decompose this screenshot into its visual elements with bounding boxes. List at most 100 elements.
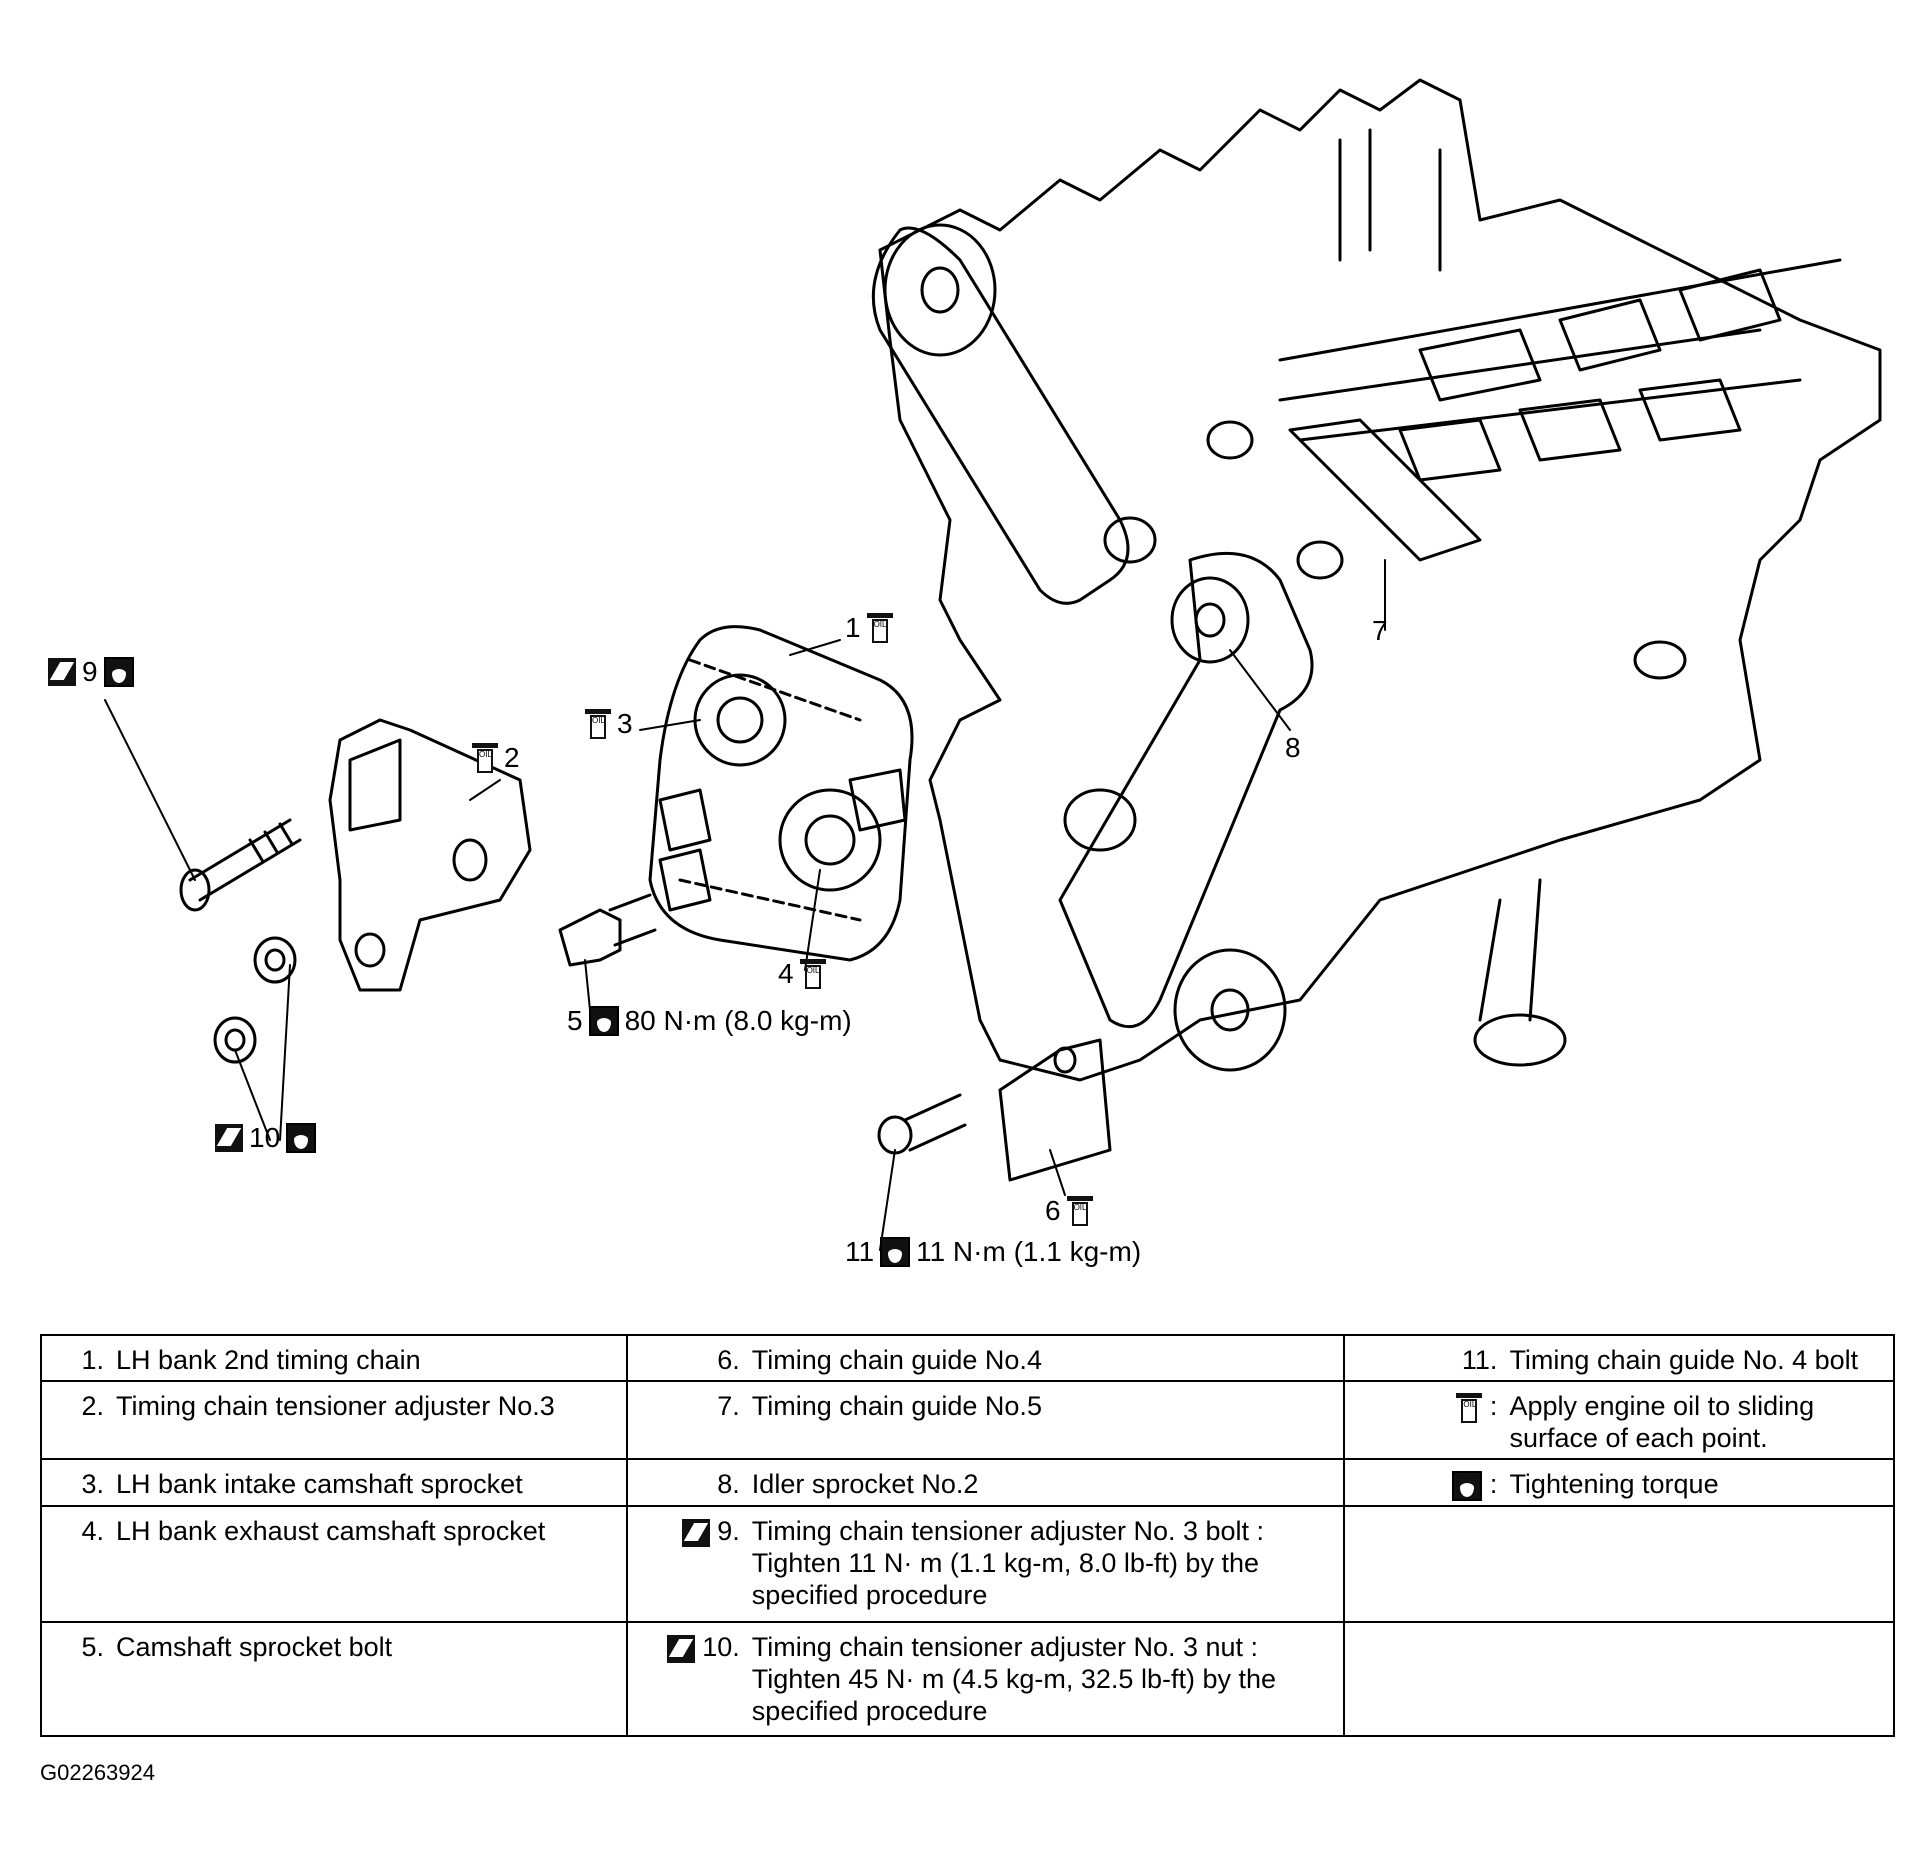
- parts-legend-table: 1. LH bank 2nd timing chain 6. Timing chai…: [40, 1334, 1895, 1737]
- callout-5: 5 80 N·m (8.0 kg-m): [567, 1005, 852, 1037]
- torque-wrench-icon: [880, 1237, 911, 1267]
- callout-10-number: 10: [249, 1122, 281, 1153]
- table-cell: OIL :Apply engine oil to sliding surface…: [1343, 1380, 1895, 1460]
- item-text: Camshaft sprocket bolt: [116, 1631, 393, 1662]
- callout-1: 1 OIL: [845, 612, 893, 644]
- table-cell: 6. Timing chain guide No.4: [625, 1334, 1346, 1382]
- oil-can-icon: OIL: [585, 709, 611, 739]
- bolt-9: [179, 818, 302, 912]
- callout-9: 9: [48, 656, 134, 688]
- table-cell: 9. Timing chain tensioner adjuster No. 3 …: [625, 1504, 1346, 1623]
- bolt-5: [558, 893, 657, 967]
- item-text: Tightening torque: [1509, 1469, 1719, 1499]
- callout-3: OIL 3: [585, 708, 633, 740]
- callout-8: 8: [1285, 732, 1301, 764]
- item-text: Timing chain tensioner adjuster No. 3 nu…: [751, 1631, 1277, 1726]
- torque-wrench-icon: [286, 1123, 317, 1153]
- nuts-10: [213, 936, 297, 1064]
- item-text: Timing chain guide No. 4 bolt: [1509, 1345, 1859, 1375]
- tighten-procedure-icon: [666, 1634, 695, 1663]
- tighten-procedure-icon: [681, 1518, 710, 1547]
- tensioner-adjuster: [328, 718, 532, 992]
- table-cell: 7. Timing chain guide No.5: [625, 1380, 1346, 1460]
- callout-3-number: 3: [617, 708, 633, 739]
- table-cell: [1343, 1504, 1895, 1623]
- table-cell: 8. Idler sprocket No.2: [625, 1458, 1346, 1507]
- item-number: 3.: [81, 1469, 104, 1499]
- table-row: 3. LH bank intake camshaft sprocket 8. Idl…: [40, 1458, 1895, 1507]
- item-text: LH bank 2nd timing chain: [116, 1345, 421, 1375]
- item-number: 8.: [717, 1469, 740, 1499]
- item-number: 5.: [81, 1631, 104, 1662]
- tighten-procedure-icon: [215, 1124, 243, 1152]
- callout-5-number: 5: [567, 1005, 583, 1036]
- chain-guide-no4: [998, 1038, 1112, 1182]
- torque-wrench-icon: [588, 1006, 619, 1036]
- item-text: LH bank intake camshaft sprocket: [116, 1469, 523, 1499]
- callout-9-number: 9: [82, 656, 98, 687]
- callout-7: 7: [1372, 615, 1388, 647]
- item-number: 2.: [81, 1391, 104, 1421]
- item-number: 6.: [717, 1345, 740, 1375]
- table-cell: 4. LH bank exhaust camshaft sprocket: [40, 1504, 628, 1623]
- table-cell: 2. Timing chain tensioner adjuster No.3: [40, 1380, 628, 1460]
- item-number: 4.: [81, 1515, 104, 1546]
- callout-10: 10: [215, 1122, 317, 1154]
- item-number: 9.: [717, 1515, 740, 1546]
- engine-block: [878, 78, 1882, 1082]
- table-cell: 11. Timing chain guide No. 4 bolt: [1343, 1334, 1895, 1382]
- table-row: 5. Camshaft sprocket bolt 10. Timing chain…: [40, 1620, 1895, 1737]
- oil-can-icon: OIL: [1456, 1392, 1483, 1423]
- callout-4: 4 OIL: [778, 958, 826, 990]
- table-cell: 10. Timing chain tensioner adjuster No. 3…: [625, 1620, 1346, 1737]
- callout-2-number: 2: [504, 742, 520, 773]
- callout-11: 11 11 N·m (1.1 kg-m): [845, 1236, 1141, 1268]
- oil-can-icon: OIL: [799, 959, 826, 989]
- table-row: 2. Timing chain tensioner adjuster No.3 7…: [40, 1380, 1895, 1460]
- callout-6: 6 OIL: [1045, 1195, 1093, 1227]
- figure-id: G02263924: [40, 1760, 155, 1785]
- item-text: Timing chain tensioner adjuster No. 3 bo…: [751, 1515, 1265, 1610]
- item-text: Apply engine oil to sliding surface of e…: [1509, 1391, 1815, 1453]
- item-text: Timing chain guide No.5: [751, 1391, 1042, 1421]
- bolt-11: [877, 1093, 967, 1155]
- callout-1-number: 1: [845, 612, 861, 643]
- item-number: :: [1489, 1469, 1498, 1499]
- table-cell: : Tightening torque: [1343, 1458, 1895, 1507]
- table-cell: 5. Camshaft sprocket bolt: [40, 1620, 628, 1737]
- callout-7-number: 7: [1372, 615, 1388, 646]
- lh-bank-chain-assembly: [648, 625, 914, 962]
- oil-can-icon: OIL: [866, 613, 893, 643]
- torque-wrench-icon: [103, 657, 134, 687]
- item-number: :: [1489, 1391, 1498, 1421]
- item-number-with-icon: 10.: [640, 1631, 752, 1663]
- item-text: Timing chain tensioner adjuster No.3: [116, 1391, 555, 1421]
- table-cell: 3. LH bank intake camshaft sprocket: [40, 1458, 628, 1507]
- oil-can-icon: OIL: [1066, 1196, 1093, 1226]
- table-row: 4. LH bank exhaust camshaft sprocket 9. Ti…: [40, 1504, 1895, 1623]
- item-text: LH bank exhaust camshaft sprocket: [116, 1515, 546, 1546]
- item-number: 7.: [717, 1391, 740, 1421]
- engine-timing-chain: [871, 223, 1314, 1072]
- callout-4-number: 4: [778, 958, 794, 989]
- callout-5-torque-spec: 80 N·m (8.0 kg-m): [624, 1005, 852, 1036]
- item-number: 1.: [81, 1345, 104, 1375]
- item-number: 10.: [702, 1631, 740, 1662]
- item-number: 11.: [1461, 1345, 1498, 1375]
- table-cell: [1343, 1620, 1895, 1737]
- callout-11-number: 11: [845, 1236, 875, 1267]
- item-text: Idler sprocket No.2: [751, 1469, 979, 1499]
- engine-timing-diagram: [104, 78, 1882, 1251]
- table-cell: 1. LH bank 2nd timing chain: [40, 1334, 628, 1382]
- callout-11-torque-spec: 11 N·m (1.1 kg-m): [916, 1236, 1142, 1267]
- callout-2: OIL 2: [472, 742, 520, 774]
- oil-can-icon: OIL: [472, 743, 498, 773]
- callout-6-number: 6: [1045, 1195, 1061, 1226]
- torque-legend-symbol: :: [1357, 1468, 1509, 1501]
- leader-lines: [104, 559, 1386, 1251]
- torque-wrench-icon: [1452, 1470, 1483, 1501]
- item-text: Timing chain guide No.4: [751, 1345, 1042, 1375]
- callout-8-number: 8: [1285, 732, 1301, 763]
- table-row: 1. LH bank 2nd timing chain 6. Timing chai…: [40, 1334, 1895, 1382]
- oil-legend-symbol: OIL :: [1357, 1390, 1509, 1423]
